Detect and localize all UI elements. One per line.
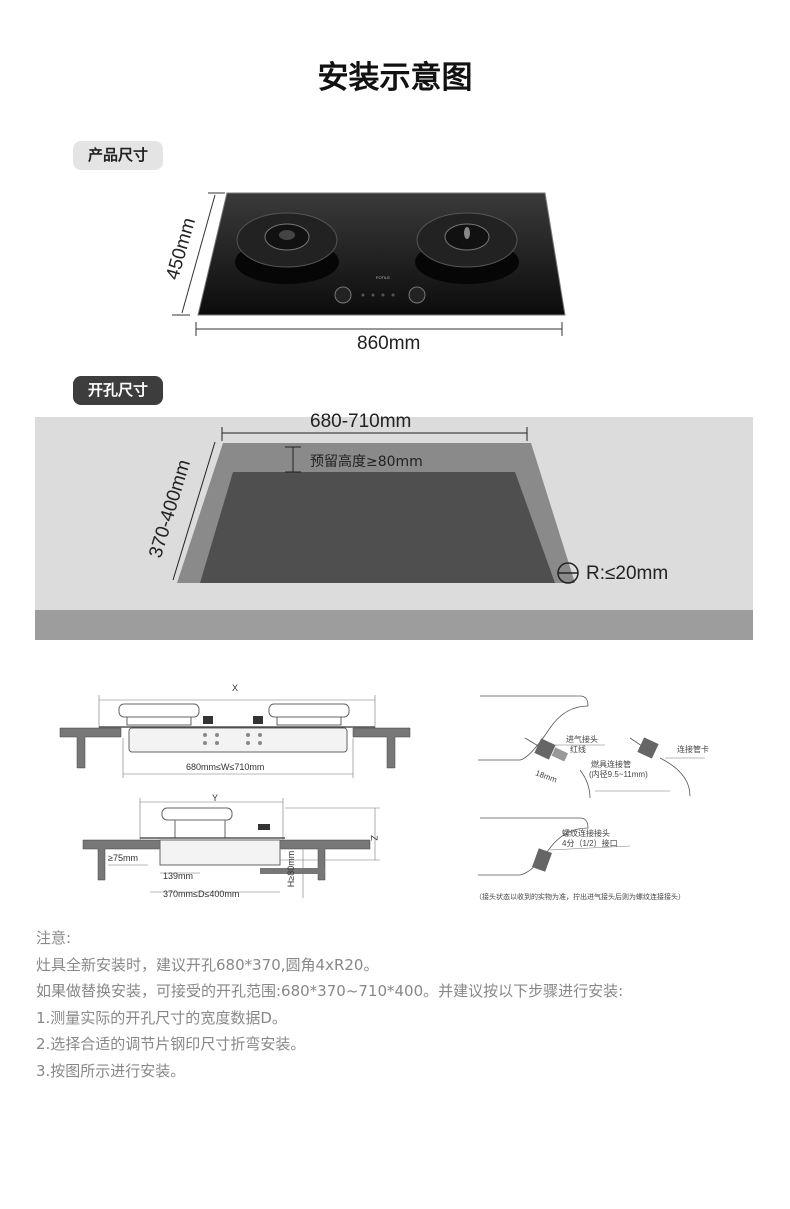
notes: 注意: 灶具全新安装时，建议开孔680*370,圆角4xR20。 如果做替换安装… bbox=[36, 925, 623, 1084]
d-range-label: 370mm≤D≤400mm bbox=[163, 889, 240, 899]
note-line: 3.按图所示进行安装。 bbox=[36, 1061, 186, 1080]
knob-right bbox=[408, 286, 426, 304]
offset-label: 139mm bbox=[163, 871, 194, 881]
h-min-label: H≥80mm bbox=[286, 850, 297, 888]
inlet-label: 进气接头 bbox=[566, 735, 598, 744]
notes-heading: 注意: bbox=[36, 929, 72, 947]
corner-radius-label: R:≤20mm bbox=[586, 563, 669, 584]
thread-label: 螺纹连接接头 bbox=[562, 829, 610, 838]
z-dimension-label: Z bbox=[368, 835, 379, 841]
thread-spec-label: 4分（1/2）接口 bbox=[562, 839, 618, 848]
w-range-label: 680mm≤W≤710mm bbox=[186, 762, 265, 772]
brand-logo: FOTILE bbox=[376, 275, 390, 280]
connector-footnote: （接头状态以收到的实物为准，拧出进气接头后则为螺纹连接接头） bbox=[475, 894, 685, 901]
section-label-cutout-size: 开孔尺寸 bbox=[73, 376, 164, 405]
reserved-height-label: 预留高度≥80mm bbox=[310, 454, 423, 470]
knob-left bbox=[334, 286, 352, 304]
burner-left bbox=[235, 212, 339, 284]
cutout-illustration bbox=[35, 417, 753, 640]
front-install-diagram bbox=[59, 695, 411, 778]
side-install-diagram bbox=[82, 798, 380, 898]
note-line: 灶具全新安装时，建议开孔680*370,圆角4xR20。 bbox=[36, 955, 379, 974]
burner-right bbox=[415, 212, 519, 284]
note-line: 1.测量实际的开孔尺寸的宽度数据D。 bbox=[36, 1008, 287, 1027]
red-line-label: 红线 bbox=[570, 745, 586, 754]
y-dimension-label: Y bbox=[212, 793, 219, 803]
note-line: 如果做替换安装，可接受的开孔范围:680*370~710*400。并建议按以下步… bbox=[36, 982, 624, 1000]
note-line: 2.选择合适的调节片钢印尺寸折弯安装。 bbox=[36, 1035, 306, 1053]
connector-diagram bbox=[478, 695, 705, 876]
section-label-product-size: 产品尺寸 bbox=[73, 141, 164, 170]
hose-label: 燃具连接管 bbox=[591, 760, 631, 769]
page-title: 安装示意图 bbox=[317, 60, 473, 96]
hose-spec-label: (内径9.5~11mm) bbox=[589, 770, 648, 779]
x-dimension-label: X bbox=[232, 683, 239, 693]
product-width-label: 860mm bbox=[357, 333, 421, 354]
clamp-label: 连接管卡 bbox=[677, 745, 709, 754]
cooktop-illustration: FOTILE bbox=[172, 192, 566, 336]
edge-gap-label: ≥75mm bbox=[108, 853, 138, 863]
cutout-width-label: 680-710mm bbox=[310, 411, 412, 432]
